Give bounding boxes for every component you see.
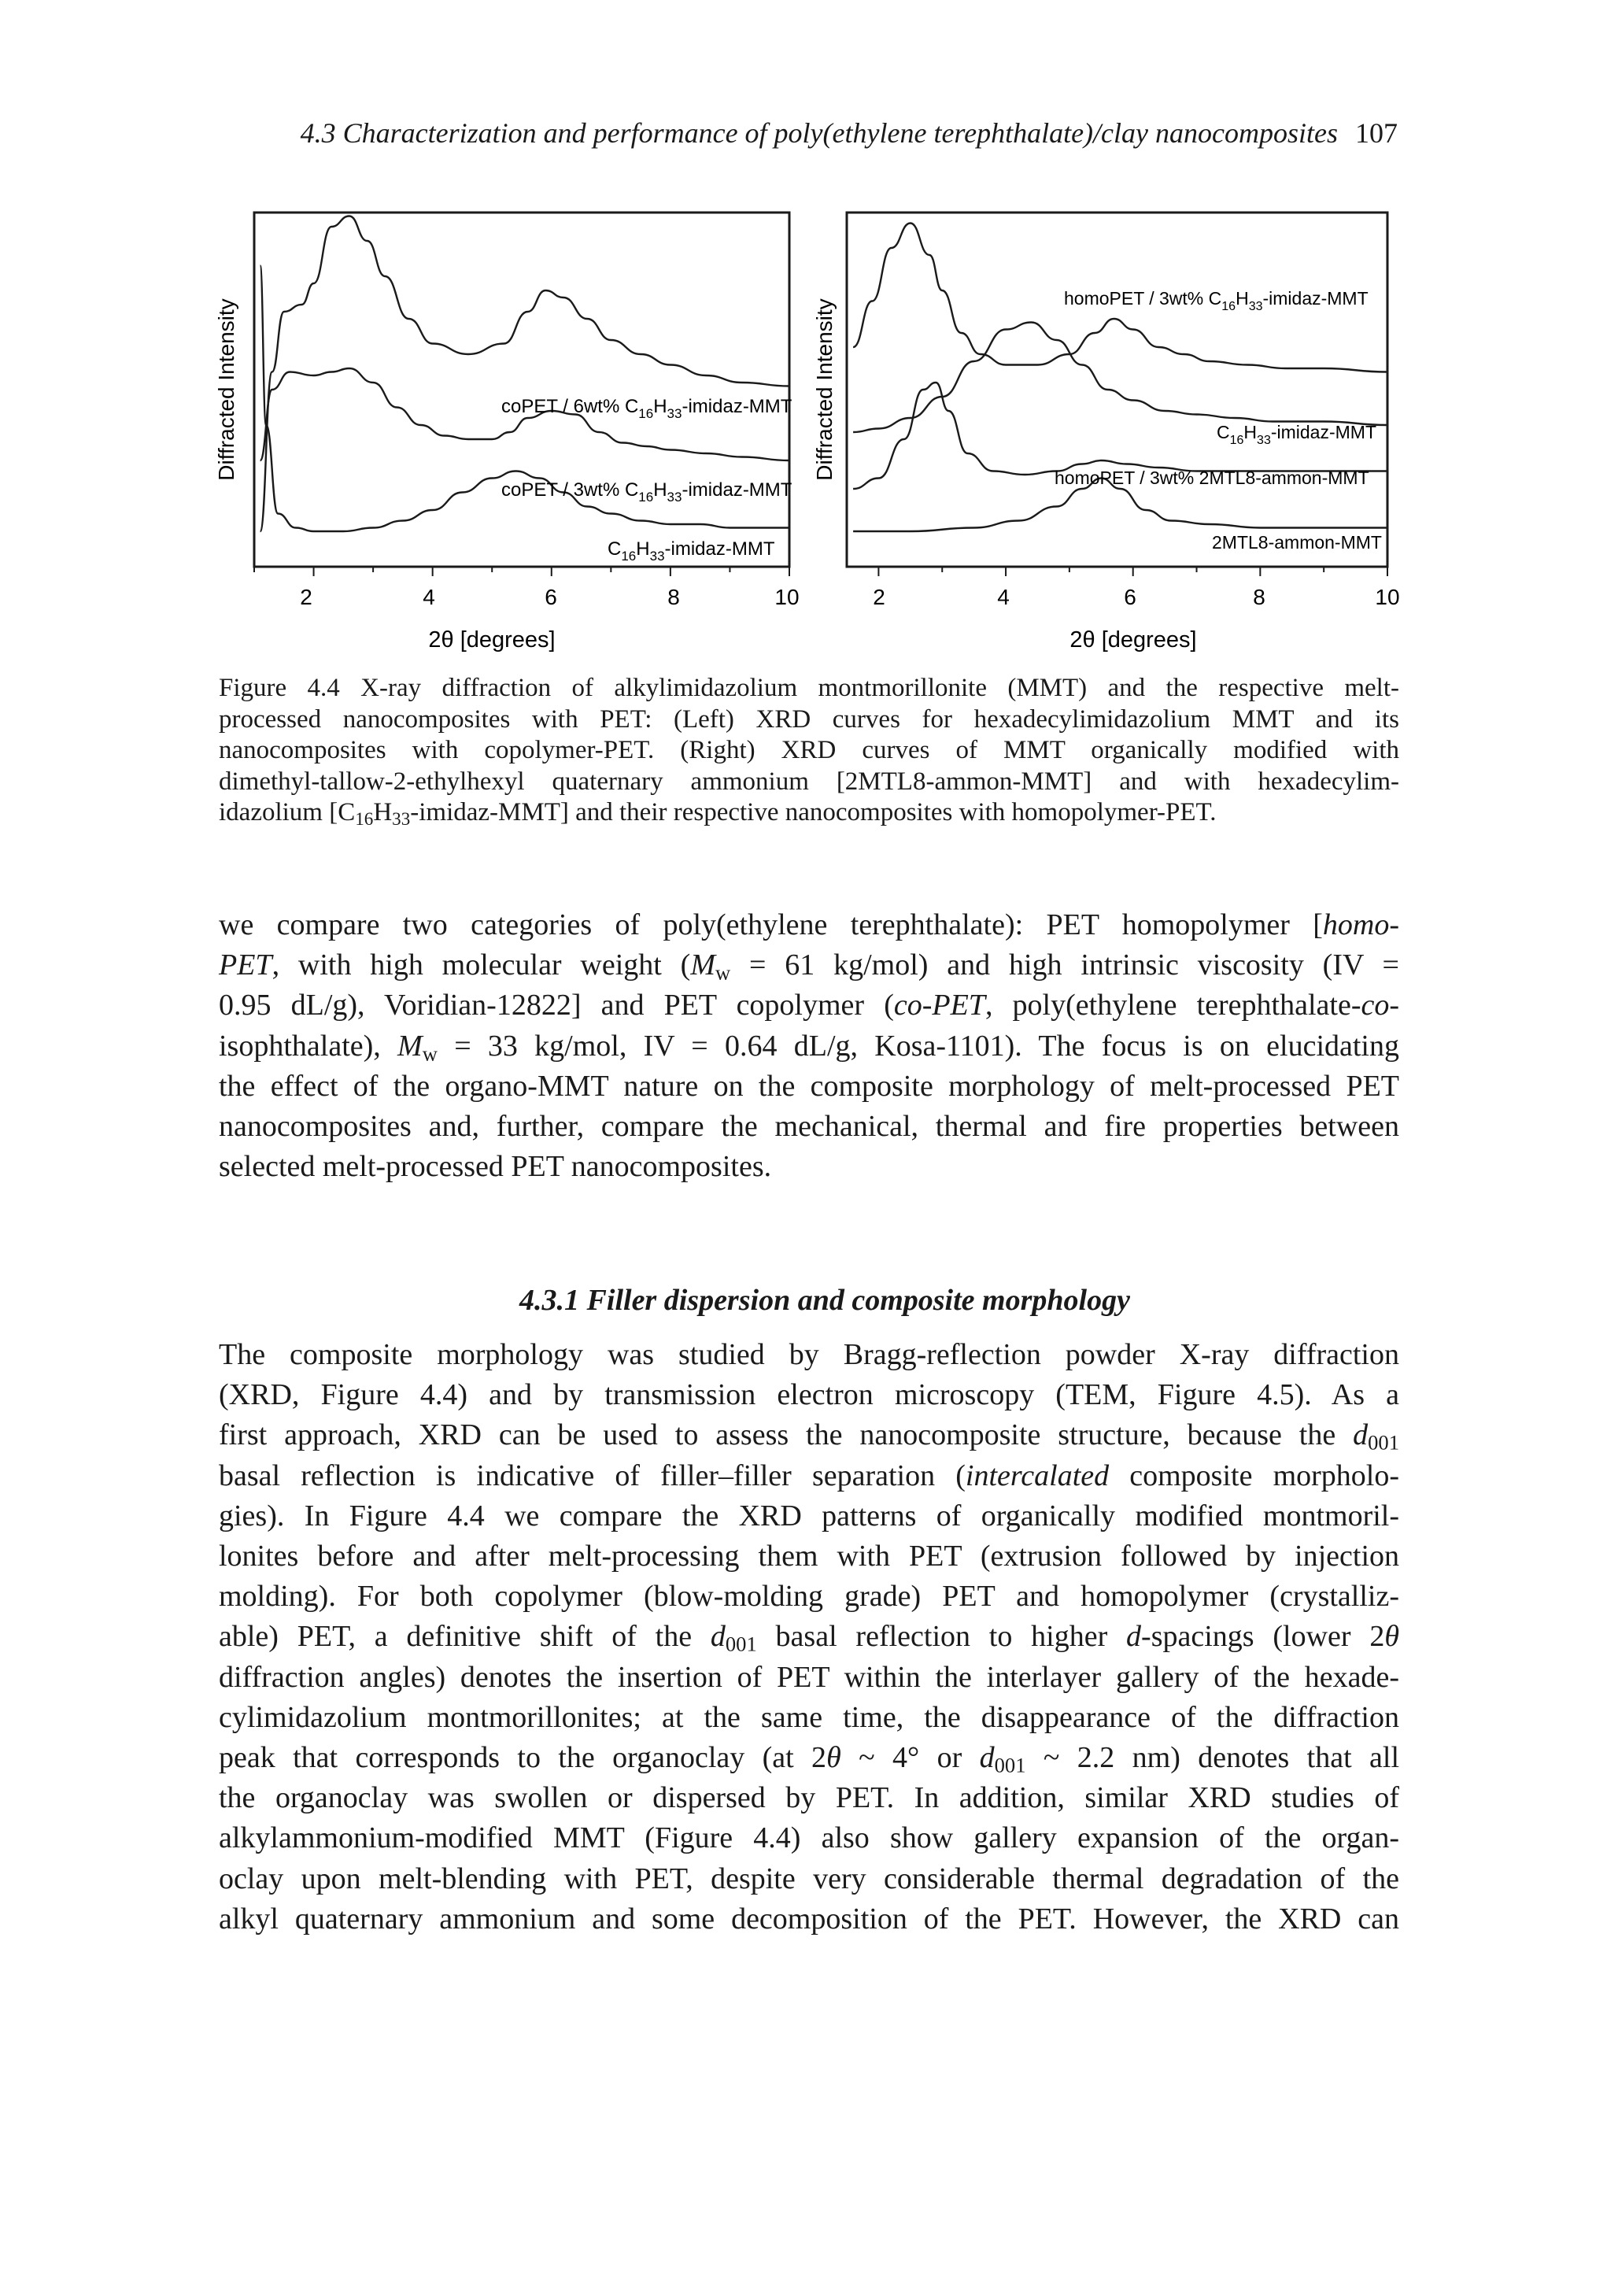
running-header-title: 4.3 Characterization and performance of … (300, 117, 1338, 149)
left-xlabel: 2θ [degrees] (428, 627, 555, 653)
right-xtick-2: 2 (873, 585, 885, 609)
caption-line: Figure 4.4 X-ray diffraction of alkylimi… (219, 674, 1399, 702)
left-ylabel: Diffracted Intensity (214, 298, 238, 480)
right-panel: Diffracted Intensity 2 4 6 8 10 2θ [degr… (812, 211, 1400, 653)
left-plot-frame (253, 211, 791, 568)
right-series-line-1 (852, 222, 1388, 373)
right-ylabel: Diffracted Intensity (812, 298, 837, 480)
paragraph-line: alkyl quaternary ammonium and some decom… (219, 1902, 1399, 1936)
caption-line: dimethyl-tallow-2-ethylhexyl quaternary … (219, 767, 1399, 796)
page-number: 107 (1355, 117, 1398, 149)
paragraph-line: selected melt-processed PET nanocomposit… (219, 1150, 772, 1184)
caption-line: processed nanocomposites with PET: (Left… (219, 704, 1399, 734)
paragraph-line: the effect of the organo-MMT nature on t… (219, 1069, 1399, 1103)
left-xtick-6: 6 (545, 585, 557, 609)
figure-4-4: Diffracted Intensity 2 4 6 8 10 2θ [degr… (0, 0, 1618, 677)
right-xtick-6: 6 (1124, 585, 1136, 609)
running-header: 4.3 Characterization and performance of … (0, 116, 1398, 150)
paragraph-line: the organoclay was swollen or dispersed … (219, 1781, 1399, 1815)
left-xtick-8: 8 (667, 585, 680, 609)
right-label-2mtl8-clay: 2MTL8-ammon-MMT (1212, 532, 1382, 553)
right-xtick-10: 10 (1375, 585, 1399, 609)
right-series-line-4 (853, 477, 1387, 533)
paragraph-line: nanocomposites and, further, compare the… (219, 1110, 1399, 1144)
left-series-line-3 (259, 264, 789, 533)
left-curves (259, 215, 790, 533)
right-curves (852, 222, 1388, 533)
paragraph-line: cylimidazolium montmorillonites; at the … (219, 1700, 1399, 1734)
right-label-homopet-c16: homoPET / 3wt% C16H33-imidaz-MMT (1064, 288, 1369, 313)
paragraph-line: first approach, XRD can be used to asses… (219, 1418, 1399, 1455)
paragraph-line: able) PET, a definitive shift of the d00… (219, 1620, 1400, 1657)
figure-caption: Figure 4.4 X-ray diffraction of alkylimi… (219, 673, 1399, 829)
right-label-homopet-2mtl8: homoPET / 3wt% 2MTL8-ammon-MMT (1055, 468, 1369, 488)
paragraph-line: molding). For both copolymer (blow-moldi… (219, 1580, 1399, 1614)
paragraph-line: isophthalate), Mw = 33 kg/mol, IV = 0.64… (219, 1029, 1399, 1066)
right-xtick-4: 4 (997, 585, 1010, 609)
paragraph-line: we compare two categories of poly(ethyle… (219, 908, 1399, 941)
caption-line: idazolium [C16H33-imidaz-MMT] and their … (219, 798, 1217, 829)
left-xtick-2: 2 (300, 585, 312, 609)
left-panel: Diffracted Intensity 2 4 6 8 10 2θ [degr… (214, 211, 800, 653)
paragraph-line: diffraction angles) denotes the insertio… (219, 1660, 1399, 1694)
paragraph-line: The composite morphology was studied by … (219, 1338, 1399, 1371)
right-xtick-8: 8 (1253, 585, 1265, 609)
left-label-copet-6wt: coPET / 6wt% C16H33-imidaz-MMT (501, 396, 792, 421)
paragraph-line: oclay upon melt-blending with PET, despi… (219, 1862, 1399, 1895)
paragraph-line: PET, with high molecular weight (Mw = 61… (219, 948, 1399, 985)
paragraph-line: lonites before and after melt-processing… (219, 1540, 1399, 1573)
right-xlabel: 2θ [degrees] (1069, 627, 1196, 653)
paragraph-line: gies). In Figure 4.4 we compare the XRD … (219, 1499, 1399, 1533)
left-label-copet-3wt: coPET / 3wt% C16H33-imidaz-MMT (501, 479, 792, 505)
paragraph-line: peak that corresponds to the organoclay … (219, 1741, 1399, 1777)
right-label-clay-c16: C16H33-imidaz-MMT (1217, 422, 1376, 447)
body-paragraph-2: The composite morphology was studied by … (219, 1335, 1399, 1939)
caption-line: nanocomposites with copolymer-PET. (Righ… (219, 736, 1399, 764)
body-paragraph-1: we compare two categories of poly(ethyle… (219, 905, 1399, 1187)
paragraph-line: basal reflection is indicative of filler… (219, 1459, 1399, 1492)
right-plot-frame (845, 211, 1389, 568)
section-heading: 4.3.1 Filler dispersion and composite mo… (519, 1284, 1130, 1317)
right-series-line-3 (853, 381, 1387, 490)
paragraph-line: (XRD, Figure 4.4) and by transmission el… (219, 1378, 1399, 1412)
left-series-line-1 (259, 215, 790, 533)
left-x-ticks (253, 567, 790, 576)
left-xtick-4: 4 (423, 585, 435, 609)
left-xtick-10: 10 (774, 585, 799, 609)
right-series-line-2 (853, 321, 1388, 434)
left-series-line-2 (259, 367, 790, 462)
right-x-ticks (877, 567, 1388, 576)
xrd-figure-svg: Diffracted Intensity 2 4 6 8 10 2θ [degr… (214, 211, 1400, 653)
left-label-clay: C16H33-imidaz-MMT (608, 538, 775, 564)
paragraph-line: alkylammonium-modified MMT (Figure 4.4) … (219, 1821, 1399, 1855)
paragraph-line: 0.95 dL/g), Voridian-12822] and PET copo… (219, 989, 1400, 1022)
